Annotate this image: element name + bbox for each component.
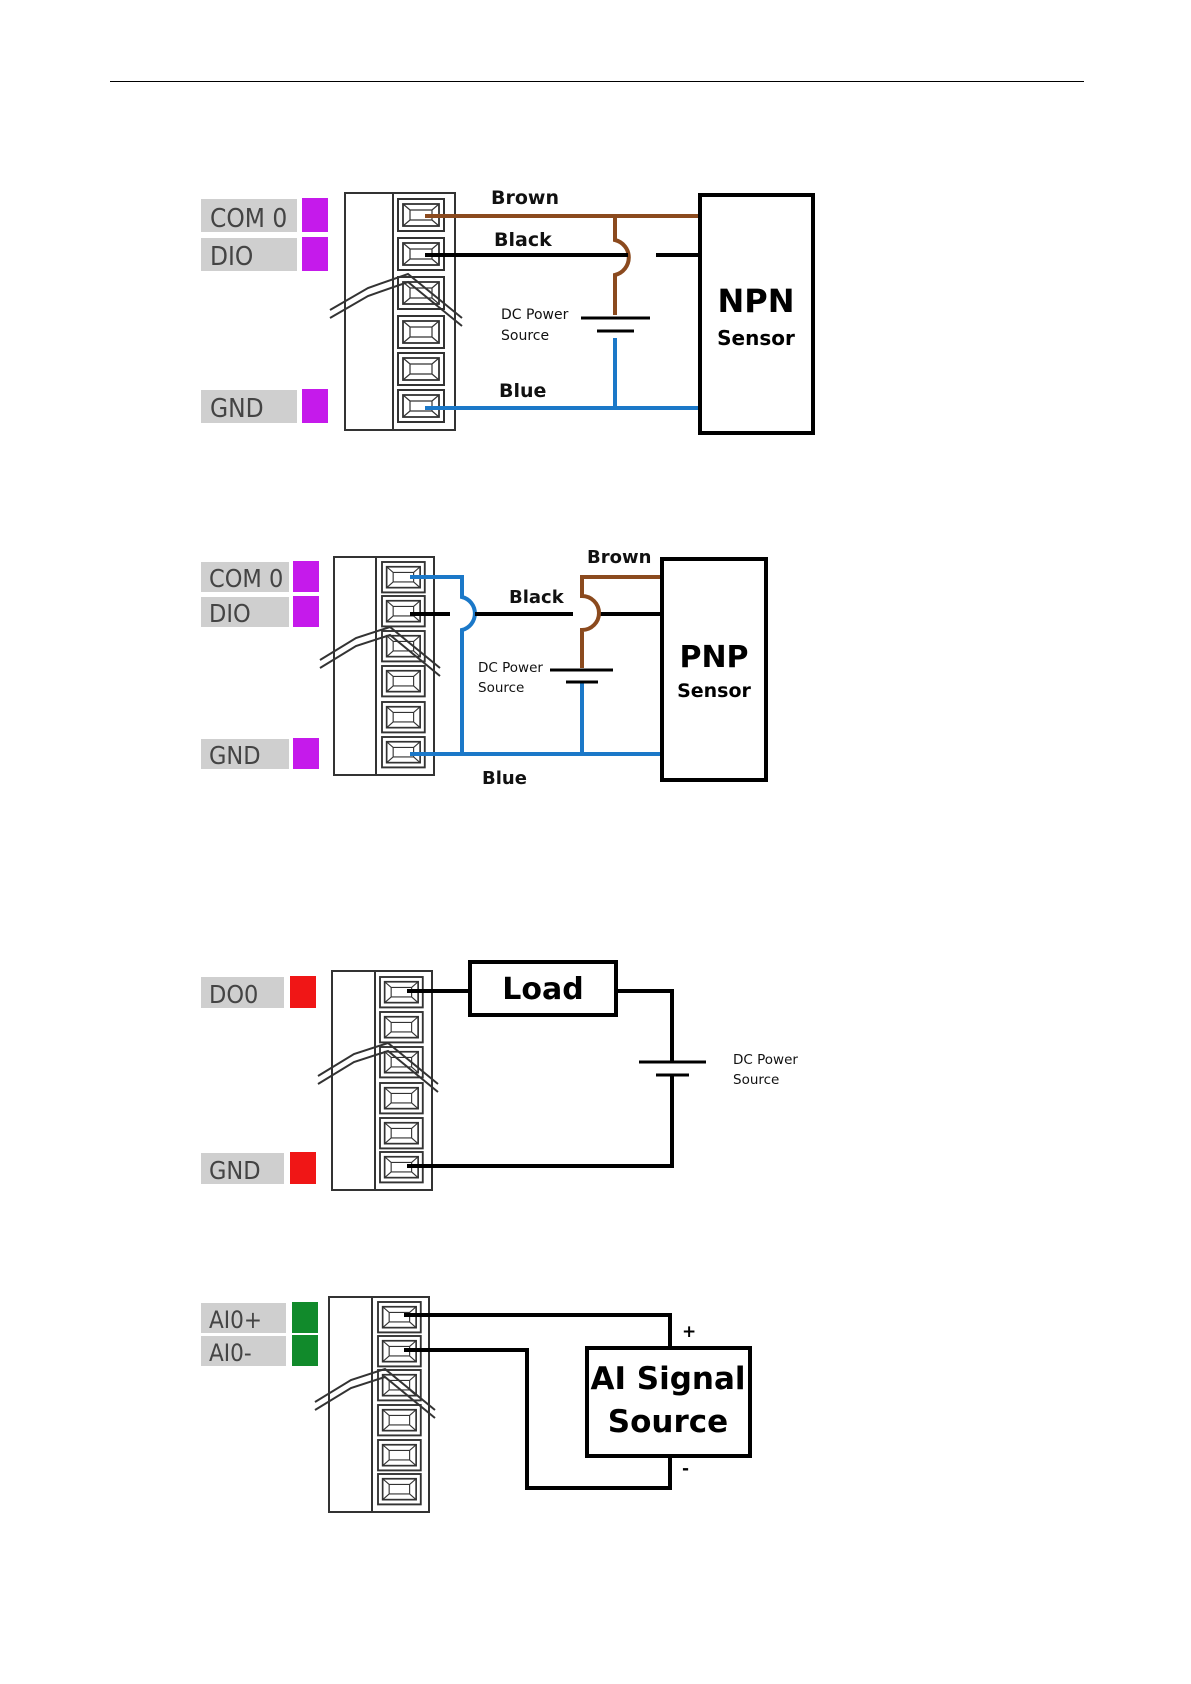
pin-color-green: [292, 1302, 318, 1333]
device-subtitle: Source: [608, 1404, 728, 1440]
pin-color-purple: [293, 738, 319, 769]
device-title: NPN: [717, 282, 794, 320]
npn-sensor-box: NPN Sensor: [700, 195, 813, 433]
pin-text: DIO: [209, 599, 251, 628]
power-label: DC Power: [501, 307, 569, 323]
power-label: DC Power: [733, 1052, 798, 1068]
wire-load-out: [616, 991, 672, 1061]
pin-color-green: [292, 1335, 318, 1366]
pin-label-gnd: GND: [201, 1152, 316, 1185]
wire-label-black: Black: [494, 229, 552, 251]
pin-color-red: [290, 1152, 316, 1184]
power-label: Source: [501, 328, 549, 344]
pin-label-com0: COM 0: [201, 198, 328, 234]
wires: [407, 991, 706, 1166]
pin-label-do0: DO0: [201, 976, 316, 1009]
pin-label-gnd: GND: [201, 738, 319, 770]
wire-label-black: Black: [509, 587, 565, 608]
wire-label-brown: Brown: [491, 187, 559, 209]
pin-label-dio: DIO: [201, 596, 319, 628]
pin-color-purple: [302, 198, 328, 232]
power-label: Source: [733, 1072, 779, 1088]
pin-color-purple: [293, 596, 319, 627]
pin-text: COM 0: [209, 564, 283, 593]
wire-gnd: [407, 1075, 672, 1166]
load-label: Load: [502, 972, 583, 1007]
load-box: Load: [470, 962, 616, 1015]
pin-text: GND: [209, 1156, 261, 1185]
pnp-sensor-box: PNP Sensor: [662, 559, 766, 780]
wire-label-brown: Brown: [587, 547, 651, 568]
pin-text: AI0-: [209, 1339, 252, 1367]
device-title: PNP: [679, 640, 748, 675]
wire-label-blue: Blue: [499, 380, 546, 402]
pin-color-purple: [302, 389, 328, 423]
pin-label-ai0-minus: AI0-: [201, 1335, 318, 1367]
battery-symbol: [581, 318, 650, 331]
pin-text: GND: [209, 741, 261, 770]
minus-sign: -: [682, 1459, 689, 1479]
device-subtitle: Sensor: [717, 326, 795, 350]
device-title: AI Signal: [590, 1361, 745, 1397]
pin-text: COM 0: [210, 204, 287, 234]
terminal-block: [315, 1297, 435, 1512]
wire-brown-jump: [615, 216, 629, 315]
plus-sign: +: [682, 1322, 696, 1342]
battery-symbol: [550, 670, 613, 682]
device-subtitle: Sensor: [677, 680, 751, 702]
pin-label-gnd: GND: [201, 389, 328, 424]
terminal-block: [320, 557, 440, 775]
pin-text: DO0: [209, 980, 258, 1009]
wire-ai0-plus: [404, 1315, 670, 1348]
terminal-block: [318, 971, 438, 1190]
terminal-block: [330, 193, 462, 430]
pin-label-com0: COM 0: [201, 561, 319, 593]
pin-color-purple: [293, 561, 319, 592]
pin-color-purple: [302, 237, 328, 271]
analog-input-diagram: AI0+ AI0-: [201, 1297, 750, 1512]
ai-signal-source-box: AI Signal Source: [587, 1348, 750, 1456]
wire-label-blue: Blue: [482, 768, 527, 789]
pnp-diagram: COM 0 DIO GND: [201, 547, 766, 789]
pin-label-dio: DIO: [201, 237, 328, 272]
pin-text: AI0+: [209, 1306, 262, 1334]
digital-output-diagram: DO0 GND: [201, 962, 798, 1190]
power-label: DC Power: [478, 660, 543, 676]
pin-text: GND: [210, 394, 264, 424]
pin-label-ai0-plus: AI0+: [201, 1302, 318, 1334]
wire-brown: [582, 577, 662, 668]
pin-text: DIO: [210, 242, 253, 272]
npn-diagram: COM 0 DIO GND: [201, 187, 813, 433]
pin-color-red: [290, 976, 316, 1008]
power-label: Source: [478, 680, 524, 696]
battery-symbol: [639, 1062, 706, 1075]
